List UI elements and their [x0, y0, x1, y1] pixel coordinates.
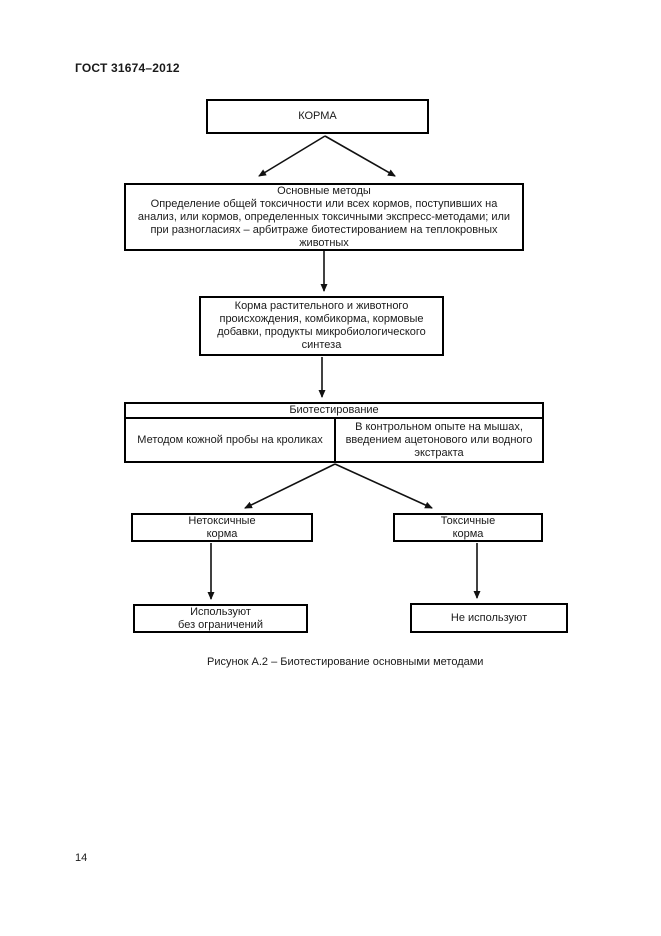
- toksichnye-line2: корма: [452, 527, 484, 540]
- ispolzuyut-line2: без ограничений: [178, 618, 263, 631]
- ispolzuyut-line1: Используют: [190, 605, 251, 618]
- biotest-cell-rabbits: Методом кожной пробы на кроликах: [126, 419, 336, 461]
- ne-ispolzuyut-label: Не используют: [450, 611, 528, 624]
- node-ne-ispolzuyut: Не используют: [410, 603, 568, 633]
- netoksichnye-line2: корма: [206, 527, 238, 540]
- node-korma: КОРМА: [206, 99, 429, 134]
- node-biotestirovanie: Биотестирование Методом кожной пробы на …: [124, 402, 544, 463]
- page-number: 14: [75, 852, 88, 864]
- toksichnye-line1: Токсичные: [440, 514, 496, 527]
- node-korma-rastitelnogo-label: Корма растительного и животного происхож…: [217, 300, 426, 351]
- node-korma-label: КОРМА: [298, 110, 337, 122]
- node-osnovnye-title: Основные методы: [277, 184, 371, 197]
- biotest-row: Методом кожной пробы на кроликах В контр…: [126, 419, 542, 461]
- biotest-cell-mice: В контрольном опыте на мышах, введением …: [345, 420, 533, 459]
- node-toksichnye-korma: Токсичные корма: [393, 513, 543, 542]
- node-osnovnye-body: Определение общей токсичности или всех к…: [137, 197, 511, 249]
- node-osnovnye-metody: Основные методы Определение общей токсич…: [124, 183, 524, 251]
- biotest-header: Биотестирование: [126, 404, 542, 419]
- figure-caption: Рисунок А.2 – Биотестирование основными …: [207, 656, 484, 668]
- netoksichnye-line1: Нетоксичные: [188, 514, 256, 527]
- node-ispolzuyut: Используют без ограничений: [133, 604, 308, 633]
- node-korma-rastitelnogo: Корма растительного и животного происхож…: [199, 296, 444, 356]
- node-netoksichnye-korma: Нетоксичные корма: [131, 513, 313, 542]
- document-header: ГОСТ 31674–2012: [75, 61, 180, 75]
